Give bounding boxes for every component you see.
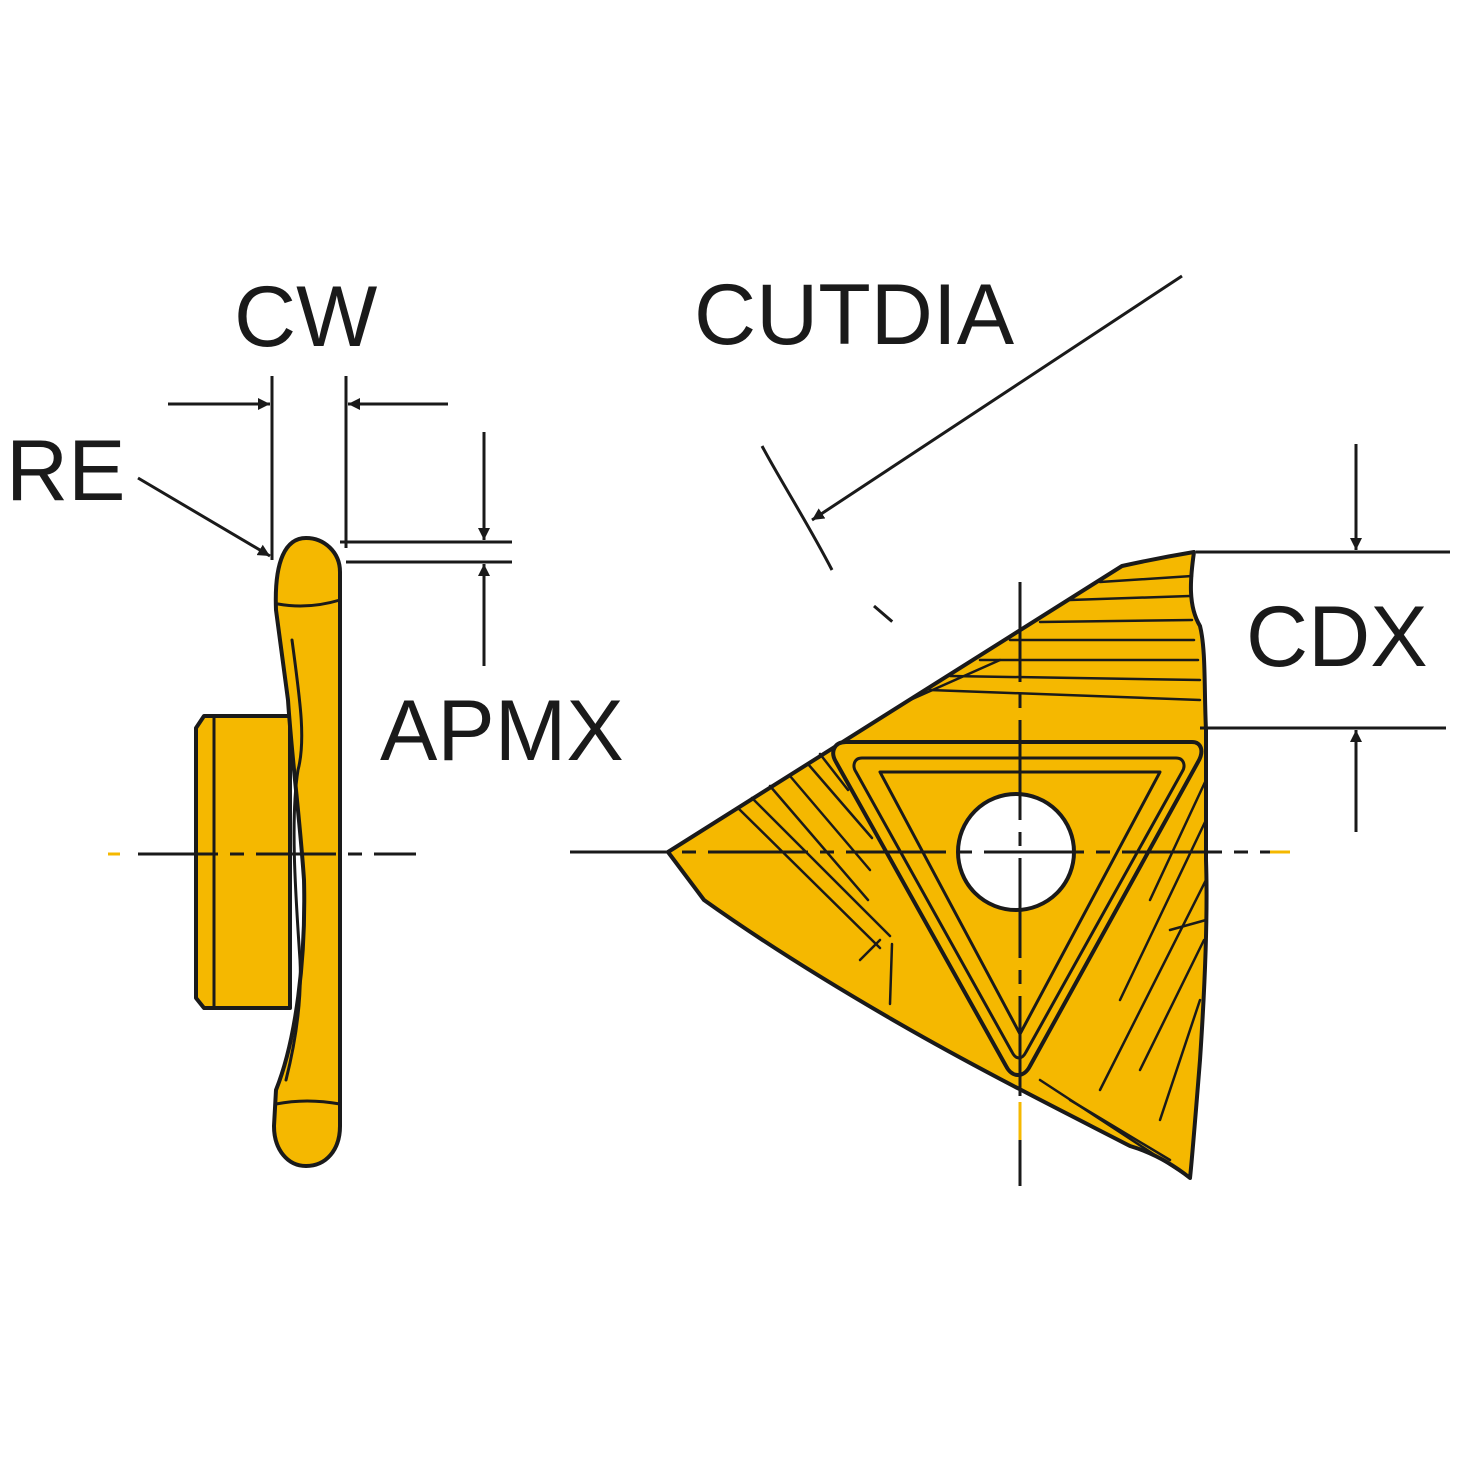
cutdia-dimension — [760, 274, 1183, 632]
cw-label: CW — [234, 269, 377, 365]
side-view-blade-profile — [284, 638, 304, 1082]
top-view — [666, 550, 1209, 1180]
side-view-blade-top-edge — [276, 598, 342, 608]
side-view-blade-bottom-edge — [274, 1099, 342, 1106]
apmx-dimension — [340, 432, 512, 666]
side-view — [194, 536, 342, 1168]
cdx-dimension — [1196, 444, 1450, 832]
side-view-boss — [194, 714, 292, 1010]
cutdia-label: CUTDIA — [694, 267, 1015, 363]
cdx-label: CDX — [1246, 589, 1428, 685]
re-leader — [137, 476, 271, 558]
cw-dimension — [168, 376, 448, 560]
re-label: RE — [6, 423, 125, 519]
apmx-label: APMX — [380, 683, 624, 779]
top-view-centerlines — [570, 582, 1290, 1186]
cutdia-arc — [760, 445, 834, 571]
side-view-blade — [272, 536, 342, 1168]
insert-facets — [736, 574, 1208, 1180]
